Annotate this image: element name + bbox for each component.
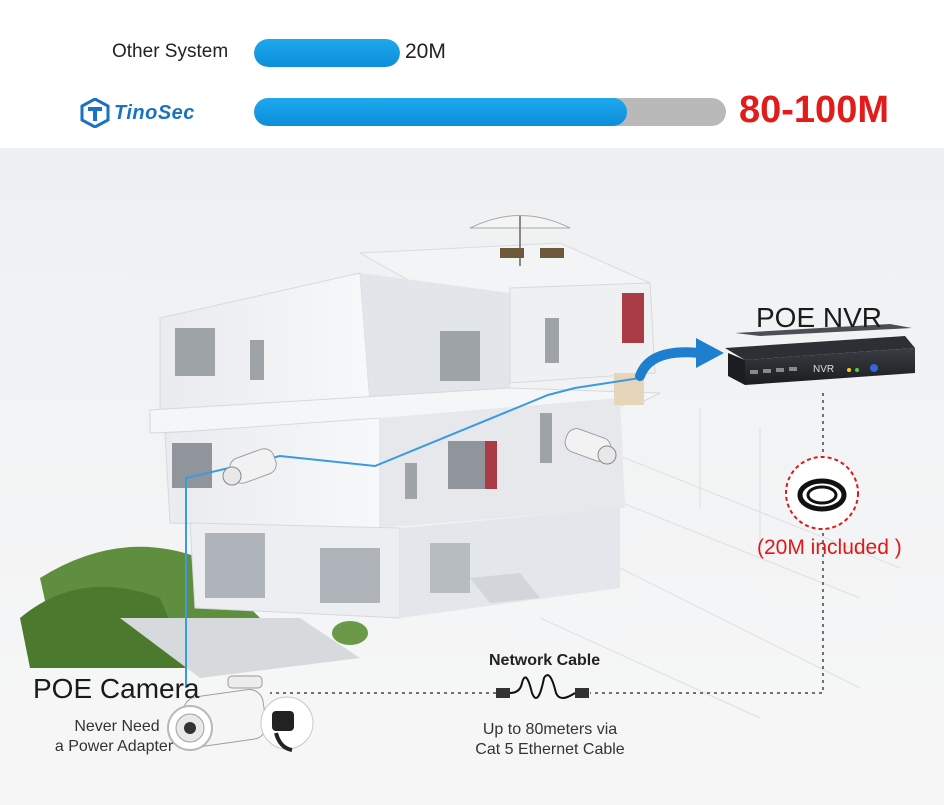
cable-note-line-1: Up to 80meters via — [482, 721, 618, 738]
other-system-bar-fill — [254, 39, 400, 67]
cable-note-line-2: Cat 5 Ethernet Cable — [475, 741, 625, 758]
other-system-value: 20M — [405, 40, 446, 63]
scene-illustration — [0, 148, 944, 805]
camera-note-line-1: Never Need — [74, 718, 160, 735]
cable-included-label: (20M included ) — [757, 536, 902, 559]
arrow-to-nvr — [635, 347, 705, 381]
tinosec-bar — [254, 98, 726, 126]
network-cable-title: Network Cable — [489, 652, 601, 669]
rj45-connector-pair — [496, 674, 589, 699]
network-cable-path — [185, 377, 641, 688]
cable-coil-icon — [785, 456, 859, 530]
building-camera-left — [222, 448, 277, 486]
house-illustration — [149, 215, 661, 619]
building-camera-right — [564, 428, 617, 465]
tinosec-bar-fill — [254, 98, 627, 126]
nvr-panel-label: NVR — [813, 364, 835, 375]
tinosec-value: 80-100M — [739, 89, 889, 131]
arrow-head — [696, 338, 724, 368]
rj45-connector-icon — [260, 696, 314, 752]
other-system-bar — [254, 39, 400, 67]
nvr-device-icon — [725, 324, 915, 385]
tinosec-logo: TinoSec — [80, 98, 245, 128]
poe-nvr-title: POE NVR — [756, 302, 883, 333]
poe-camera-title: POE Camera — [33, 673, 200, 704]
tinosec-logo-icon — [80, 98, 110, 128]
camera-note-line-2: a Power Adapter — [54, 738, 174, 755]
other-system-label: Other System — [112, 41, 229, 62]
tinosec-brand-text: TinoSec — [114, 102, 195, 124]
camera-icon — [167, 675, 267, 751]
